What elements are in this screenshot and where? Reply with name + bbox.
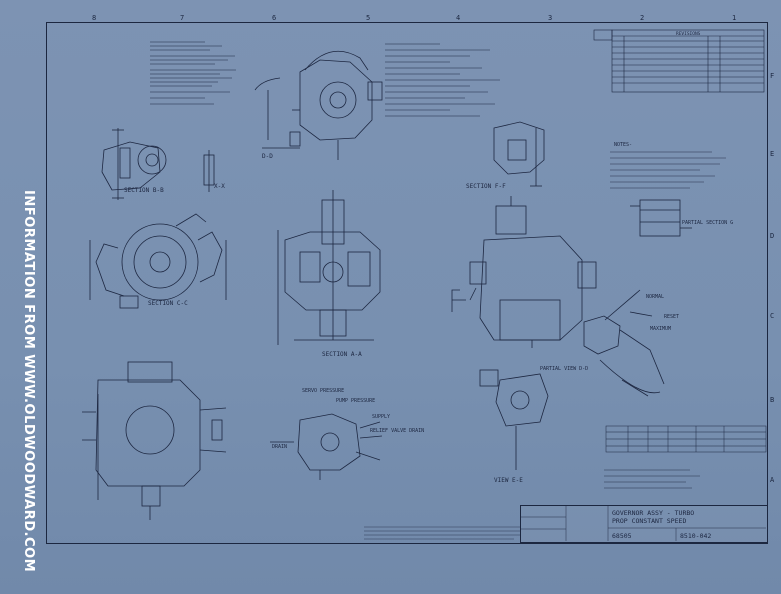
revisions-table	[593, 29, 765, 93]
right-assembly-view	[451, 196, 597, 470]
section-cc-view	[89, 213, 227, 309]
spec-text-block-left	[150, 41, 236, 105]
label-section-dd: D-D	[262, 153, 273, 160]
title-block-lines	[520, 505, 766, 541]
label-pump-pressure: PUMP PRESSURE	[336, 398, 375, 404]
drawing-title: GOVERNOR ASSY - TURBO PROP CONSTANT SPEE…	[612, 509, 762, 525]
legal-text-lines	[364, 526, 520, 540]
label-normal: NORMAL	[646, 294, 664, 300]
zone-marker-top: 6	[272, 14, 277, 22]
zone-marker-top: 8	[92, 14, 97, 22]
label-servo-pressure: SERVO PRESSURE	[302, 388, 344, 394]
label-section-aa: SECTION A-A	[322, 351, 362, 358]
zone-marker-side: F	[770, 72, 775, 80]
zone-marker-side: D	[770, 232, 775, 240]
label-supply: SUPPLY	[372, 414, 390, 420]
label-drain: DRAIN	[272, 444, 287, 450]
zone-marker-top: 5	[366, 14, 371, 22]
drawing-title-line2: PROP CONSTANT SPEED	[612, 517, 687, 525]
watermark-text: INFORMATION FROM WWW.OLDWOODWARD.COM	[21, 190, 36, 573]
zone-marker-side: E	[770, 150, 775, 158]
sheet-number: 8510-042	[680, 532, 712, 540]
label-partial-section-g: PARTIAL SECTION G	[682, 220, 733, 226]
section-aa-view	[277, 190, 381, 345]
spec-text-block-center	[385, 43, 500, 117]
label-notes-heading: NOTES-	[614, 142, 632, 148]
label-partial-view: PARTIAL VIEW D-D	[540, 366, 588, 372]
drawing-number: 68505	[612, 532, 632, 540]
notes-lines	[610, 151, 726, 189]
section-ff-view	[493, 121, 545, 187]
label-section-cc: SECTION C-C	[148, 300, 188, 307]
label-revisions-heading: REVISIONS	[676, 31, 701, 37]
zone-marker-side: B	[770, 396, 775, 404]
zone-marker-top: 2	[640, 14, 645, 22]
drill-data-table	[605, 425, 767, 453]
label-relief-valve-drain: RELIEF VALVE DRAIN	[370, 428, 424, 434]
title-block	[520, 505, 768, 543]
drawing-title-line1: GOVERNOR ASSY - TURBO	[612, 509, 695, 517]
label-section-bb: SECTION B-B	[124, 187, 164, 194]
zone-marker-top: 4	[456, 14, 461, 22]
label-section-xx: X-X	[214, 183, 225, 190]
zone-marker-top: 1	[732, 14, 737, 22]
label-section-ff: SECTION F-F	[466, 183, 506, 190]
hydraulic-schematic-view	[270, 413, 383, 480]
lower-left-governor-body	[82, 361, 227, 520]
bottom-notes-lines	[604, 469, 700, 489]
top-assembly-view	[254, 50, 383, 160]
zone-marker-side: A	[770, 476, 775, 484]
label-reset: RESET	[664, 314, 679, 320]
section-bb-view	[101, 128, 215, 200]
lever-arc-view	[583, 289, 665, 397]
zone-marker-top: 3	[548, 14, 553, 22]
drawing-frame	[46, 22, 768, 544]
zone-marker-side: C	[770, 312, 775, 320]
partial-section-g-view	[630, 199, 692, 237]
label-view-ee: VIEW E-E	[494, 477, 523, 484]
zone-marker-top: 7	[180, 14, 185, 22]
label-maximum: MAXIMUM	[650, 326, 671, 332]
